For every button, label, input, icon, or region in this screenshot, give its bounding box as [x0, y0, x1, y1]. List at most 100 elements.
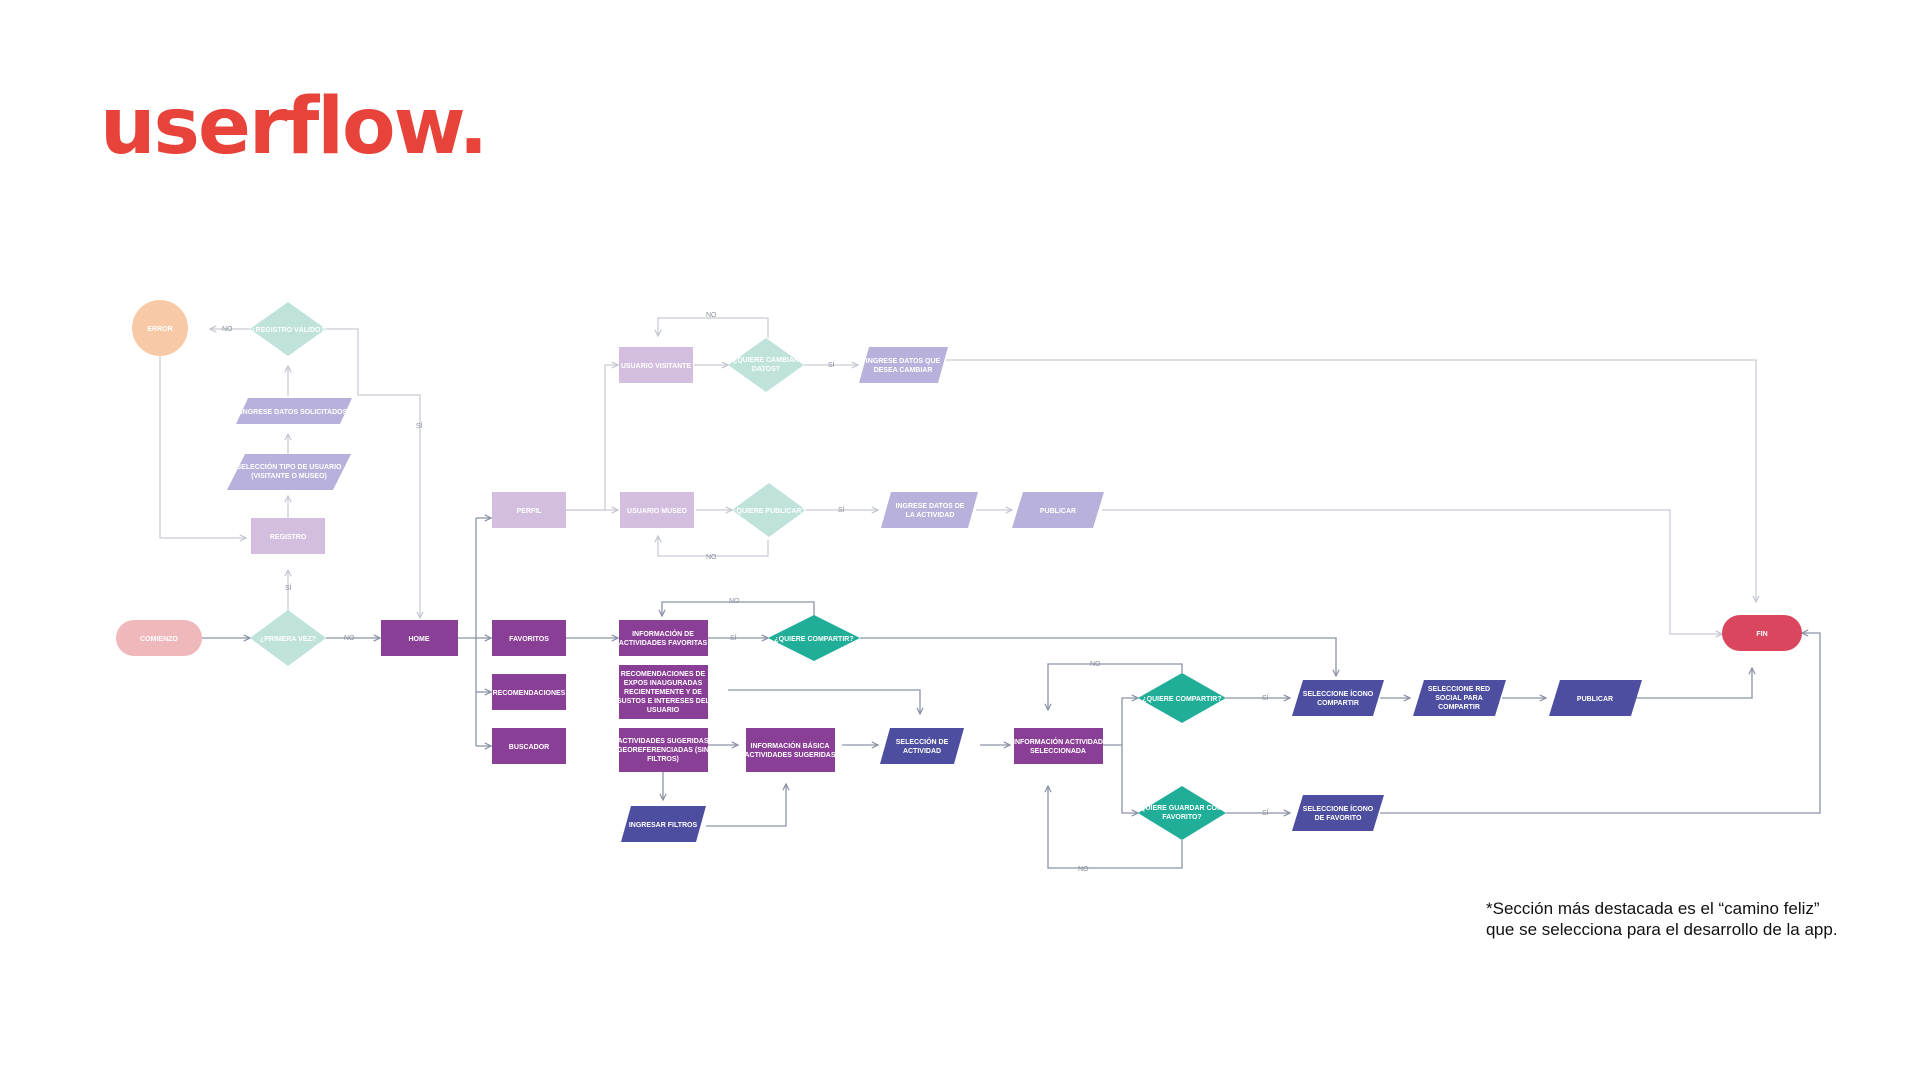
process-usuario-visitante: USUARIO VISITANTE	[619, 347, 693, 383]
edge-publicar-museo-fin	[1102, 509, 1722, 634]
svg-text:INFORMACIÓN ACTIVIDAD: INFORMACIÓN ACTIVIDAD	[1013, 737, 1103, 746]
process-home: HOME	[381, 620, 458, 656]
process-info-basica: INFORMACIÓN BÁSICA ACTIVIDADES SUGERIDAS	[744, 728, 836, 772]
node-fin: FIN	[1722, 615, 1802, 651]
svg-text:COMPARTIR: COMPARTIR	[1317, 700, 1359, 707]
connectors-strong	[202, 518, 1821, 869]
svg-text:SÍ: SÍ	[838, 505, 845, 514]
process-info-actividades-favoritas: INFORMACIÓN DE ACTIVIDADES FAVORITAS	[619, 620, 708, 656]
svg-text:SÍ: SÍ	[828, 360, 835, 369]
svg-text:EXPOS INAUGURADAS: EXPOS INAUGURADAS	[624, 680, 703, 687]
svg-text:¿QUIERE PUBLICAR?: ¿QUIERE PUBLICAR?	[732, 508, 806, 515]
note-line-1: *Sección más destacada es el “camino fel…	[1486, 899, 1820, 918]
svg-text:(VISITANTE O MUSEO): (VISITANTE O MUSEO)	[251, 473, 327, 480]
connectors-light	[159, 317, 1756, 634]
process-favoritos: FAVORITOS	[492, 620, 566, 656]
svg-text:REGISTRO: REGISTRO	[270, 534, 307, 541]
edge-recom-seleccion	[728, 689, 920, 714]
svg-text:FIN: FIN	[1756, 631, 1767, 638]
svg-text:NO: NO	[706, 312, 717, 319]
svg-text:FAVORITO?: FAVORITO?	[1162, 814, 1201, 821]
svg-text:INGRESE DATOS QUE: INGRESE DATOS QUE	[866, 358, 941, 365]
input-seleccione-icono-favorito: SELECCIONE ÍCONO DE FAVORITO	[1292, 795, 1384, 831]
svg-text:¿QUIERE COMPARTIR?: ¿QUIERE COMPARTIR?	[774, 636, 853, 643]
svg-text:INGRESE DATOS SOLICITADOS: INGRESE DATOS SOLICITADOS	[241, 409, 348, 416]
svg-text:SELECCIONADA: SELECCIONADA	[1030, 748, 1086, 755]
process-buscador: BUSCADOR	[492, 728, 566, 764]
edge-publicar-no	[658, 536, 769, 557]
process-recomendaciones: RECOMENDACIONES	[492, 674, 566, 710]
svg-text:COMPARTIR: COMPARTIR	[1438, 704, 1480, 711]
input-seleccione-icono-compartir: SELECCIONE ÍCONO COMPARTIR	[1292, 680, 1384, 716]
svg-text:INFORMACIÓN BÁSICA: INFORMACIÓN BÁSICA	[751, 741, 830, 750]
process-actividades-sugeridas: ACTIVIDADES SUGERIDAS GEOREFERENCIADAS (…	[617, 728, 709, 772]
svg-text:INGRESE DATOS DE: INGRESE DATOS DE	[896, 503, 965, 510]
happy-path-note: *Sección más destacada es el “camino fel…	[1486, 898, 1866, 940]
svg-text:COMIENZO: COMIENZO	[140, 636, 178, 643]
edge-filtros-basica	[706, 784, 786, 827]
svg-text:NO: NO	[1078, 866, 1089, 873]
input-seleccion-actividad: SELECCIÓN DE ACTIVIDAD	[880, 728, 964, 764]
svg-text:USUARIO MUSEO: USUARIO MUSEO	[627, 508, 687, 515]
svg-text:SÍ: SÍ	[730, 633, 737, 642]
edge-branch-guardar	[1121, 745, 1138, 813]
decision-quiere-compartir: ¿QUIERE COMPARTIR?	[1138, 673, 1226, 723]
svg-text:INFORMACIÓN DE: INFORMACIÓN DE	[632, 629, 694, 638]
edge-perfil-visitante	[566, 365, 618, 511]
svg-text:ACTIVIDAD: ACTIVIDAD	[903, 748, 941, 755]
decision-quiere-publicar: ¿QUIERE PUBLICAR?	[732, 483, 806, 537]
svg-text:ACTIVIDADES SUGERIDAS: ACTIVIDADES SUGERIDAS	[617, 738, 708, 745]
input-publicar: PUBLICAR	[1549, 680, 1642, 716]
svg-text:¿QUIERE COMPARTIR?: ¿QUIERE COMPARTIR?	[1142, 696, 1221, 703]
page-title: userflow.	[100, 82, 488, 172]
process-registro: REGISTRO	[251, 518, 325, 554]
svg-text:¿REGISTRO VÁLIDO?: ¿REGISTRO VÁLIDO?	[251, 325, 325, 334]
svg-text:PUBLICAR: PUBLICAR	[1577, 696, 1613, 703]
input-ingrese-datos-cambiar: INGRESE DATOS QUE DESEA CAMBIAR	[859, 347, 948, 383]
edge-branch-compartir	[1121, 698, 1138, 745]
svg-text:NO: NO	[344, 635, 355, 642]
svg-text:ACTIVIDADES FAVORITAS: ACTIVIDADES FAVORITAS	[619, 640, 708, 647]
input-seleccion-tipo-usuario: SELECCIÓN TIPO DE USUARIO (VISITANTE O M…	[227, 454, 351, 490]
svg-text:DESEA CAMBIAR: DESEA CAMBIAR	[874, 367, 933, 374]
input-ingrese-datos-solicitados: INGRESE DATOS SOLICITADOS	[236, 398, 352, 424]
svg-text:SELECCIONE ÍCONO: SELECCIONE ÍCONO	[1303, 689, 1374, 698]
svg-text:SELECCIONE RED: SELECCIONE RED	[1428, 686, 1490, 693]
input-ingresar-filtros: INGRESAR FILTROS	[621, 806, 706, 842]
edge-compartir-icono	[860, 637, 1336, 676]
svg-text:NO: NO	[706, 554, 717, 561]
decision-quiere-compartir-fav: ¿QUIERE COMPARTIR?	[768, 615, 860, 661]
edge-cambiar-no	[658, 317, 769, 338]
svg-text:PUBLICAR: PUBLICAR	[1040, 508, 1076, 515]
svg-text:¿QUIERE CAMBIAR: ¿QUIERE CAMBIAR	[733, 357, 799, 364]
edge-datos-fin	[946, 359, 1756, 602]
input-seleccione-red-social: SELECCIONE RED SOCIAL PARA COMPARTIR	[1413, 680, 1506, 716]
svg-text:SÍ: SÍ	[1262, 808, 1269, 817]
input-publicar-museo: PUBLICAR	[1012, 492, 1104, 528]
edge-favorito-fin	[1380, 633, 1821, 814]
process-usuario-museo: USUARIO MUSEO	[620, 492, 694, 528]
edge-compartir-no	[662, 601, 815, 616]
svg-text:HOME: HOME	[409, 636, 430, 643]
svg-text:NO: NO	[1090, 661, 1101, 668]
svg-text:NO: NO	[222, 326, 233, 333]
edge-publicar-fin	[1632, 668, 1752, 699]
svg-text:NO: NO	[729, 598, 740, 605]
svg-text:SELECCIÓN DE: SELECCIÓN DE	[896, 737, 949, 746]
svg-text:FILTROS): FILTROS)	[647, 756, 679, 763]
svg-text:GUSTOS E INTERESES DEL: GUSTOS E INTERESES DEL	[616, 698, 710, 705]
svg-text:¿PRIMERA VEZ?: ¿PRIMERA VEZ?	[260, 636, 316, 643]
svg-text:RECOMENDACIONES: RECOMENDACIONES	[493, 690, 566, 697]
svg-text:BUSCADOR: BUSCADOR	[509, 744, 549, 751]
svg-text:USUARIO: USUARIO	[647, 707, 680, 714]
decision-quiere-guardar-favorito: ¿QUIERE GUARDAR COMO FAVORITO?	[1136, 786, 1229, 840]
svg-text:RECIENTEMENTE Y DE: RECIENTEMENTE Y DE	[624, 689, 702, 696]
node-comienzo: COMIENZO	[116, 620, 202, 656]
input-ingrese-datos-actividad: INGRESE DATOS DE LA ACTIVIDAD	[881, 492, 978, 528]
svg-text:PERFIL: PERFIL	[517, 508, 543, 515]
svg-text:LA ACTIVIDAD: LA ACTIVIDAD	[906, 512, 955, 519]
edge-guardar-no	[1048, 786, 1183, 869]
process-info-actividad-seleccionada: INFORMACIÓN ACTIVIDAD SELECCIONADA	[1013, 728, 1103, 764]
svg-text:DE FAVORITO: DE FAVORITO	[1315, 815, 1362, 822]
